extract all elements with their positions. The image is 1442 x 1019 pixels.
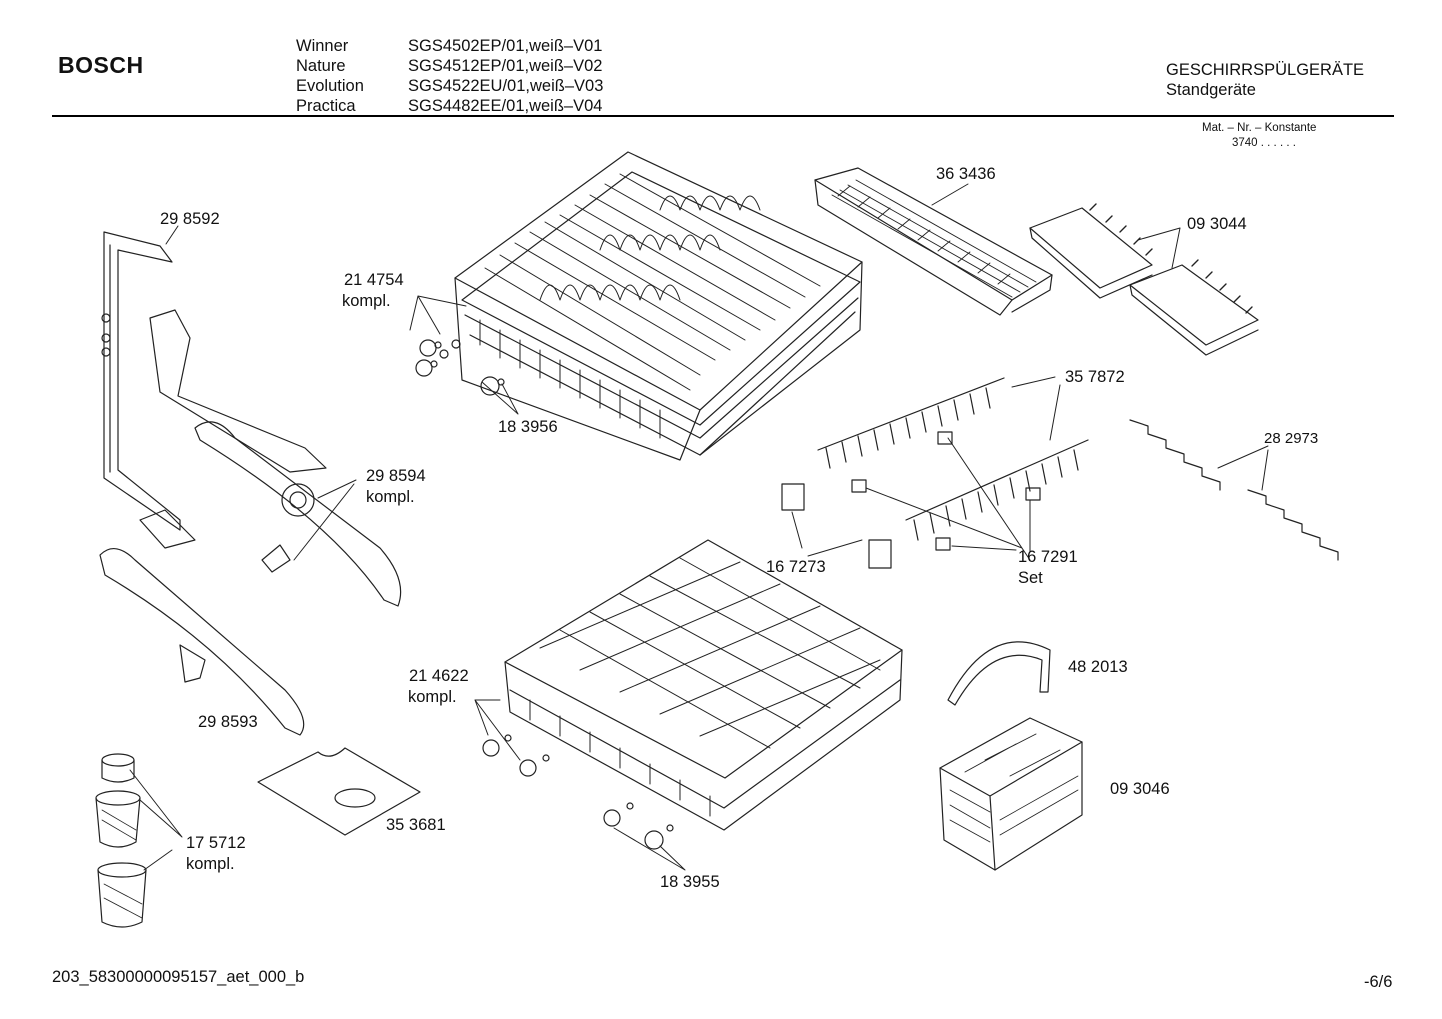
part-label-183956: 18 3956 [498,418,558,436]
material-number-label: Mat. – Nr. – Konstante [1202,122,1317,134]
brand-logo: BOSCH [58,52,144,78]
material-number-value: 3740 . . . . . . [1232,137,1296,149]
part-label-214754: 21 4754 [344,271,404,289]
page-number: -6/6 [1364,973,1393,991]
model-row: Nature SGS4512EP/01,weiß–V02 [296,56,603,76]
part-label-167273: 16 7273 [766,558,826,576]
water-pipe-298592[interactable] [101,231,181,531]
leader-lines [129,183,1269,871]
part-label-183955: 18 3955 [660,873,720,891]
part-label-282973: 28 2973 [1264,430,1319,447]
model-code: SGS4512EP/01,weiß–V02 [408,57,603,75]
lower-basket-wheels [482,734,674,850]
model-row: Practica SGS4482EE/01,weiß–V04 [296,96,603,116]
part-label-093044: 09 3044 [1187,215,1247,233]
part-label-482013: 48 2013 [1068,658,1128,676]
tine-row-357872[interactable] [817,377,1089,541]
material-number-block: Mat. – Nr. – Konstante 3740 . . . . . . [1202,121,1316,151]
model-name: Evolution [296,77,364,95]
model-code: SGS4522EU/01,weiß–V03 [408,77,604,95]
filter-set-175712[interactable] [95,753,147,928]
lower-basket[interactable] [504,539,903,831]
model-list: Winner SGS4502EP/01,weiß–V01 Nature SGS451… [296,36,603,116]
cutlery-basket-093046[interactable] [939,717,1083,871]
part-label-093046: 09 3046 [1110,780,1170,798]
category-block: GESCHIRRSPÜLGERÄTE Standgeräte [1166,60,1364,100]
model-name: Practica [296,97,356,115]
model-row: Evolution SGS4522EU/01,weiß–V03 [296,76,603,96]
model-code: SGS4502EP/01,weiß–V01 [408,37,603,55]
filter-plate-353681[interactable] [257,747,421,836]
lower-spray-arm-298593[interactable] [99,509,305,736]
category-title: GESCHIRRSPÜLGERÄTE [1166,61,1365,79]
part-label-298592: 29 8592 [160,210,220,228]
part-label-167291: 16 7291 [1018,548,1078,566]
model-row: Winner SGS4502EP/01,weiß–V01 [296,36,603,56]
part-label-298594-sub: kompl. [366,488,415,506]
cutlery-tray-363436[interactable] [814,167,1053,316]
model-code: SGS4482EE/01,weiß–V04 [408,97,603,115]
header-divider [52,115,1394,117]
part-label-175712: 17 5712 [186,834,246,852]
cup-rack-093044[interactable] [1029,203,1259,356]
part-label-298594: 29 8594 [366,467,426,485]
spray-arm-298594[interactable] [149,309,402,607]
model-name: Winner [296,37,349,55]
part-label-167291-sub: Set [1018,569,1043,587]
part-label-298593: 29 8593 [198,713,258,731]
model-name: Nature [296,57,346,75]
category-subtitle: Standgeräte [1166,81,1256,99]
upper-basket[interactable] [454,151,863,461]
upper-basket-wheels [415,339,505,396]
part-label-214622: 21 4622 [409,667,469,685]
document-id: 203_58300000095157_aet_000_b [52,968,305,986]
part-label-363436: 36 3436 [936,165,996,183]
clip-167273[interactable] [781,483,892,569]
stepped-rail-282973[interactable] [1129,419,1339,561]
part-label-175712-sub: kompl. [186,855,235,873]
cutlery-basket-handle-482013[interactable] [947,641,1051,706]
part-label-214622-sub: kompl. [408,688,457,706]
part-label-357872: 35 7872 [1065,368,1125,386]
part-label-214754-sub: kompl. [342,292,391,310]
clip-set-167291[interactable] [851,431,1041,551]
part-label-353681: 35 3681 [386,816,446,834]
